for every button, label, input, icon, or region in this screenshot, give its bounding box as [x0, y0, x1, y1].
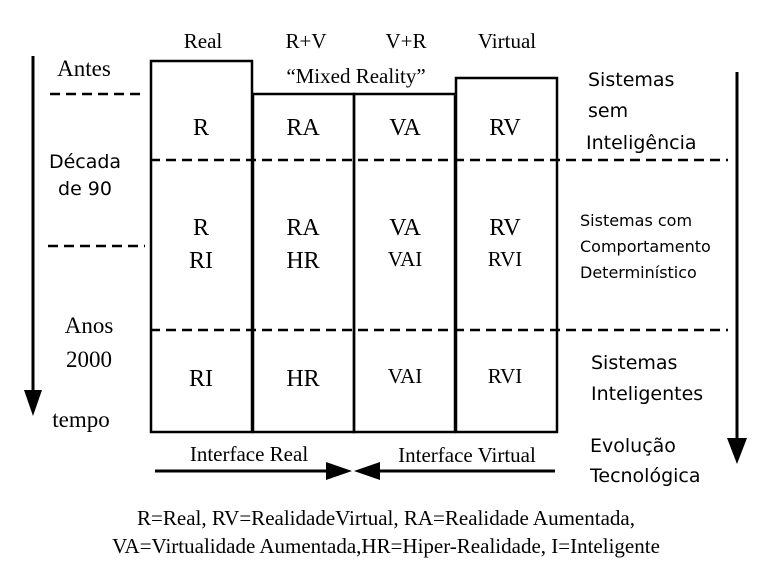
label-tempo: tempo — [52, 407, 110, 432]
cell-row2-vr: VA — [389, 215, 421, 241]
cell-row3-virtual: RVI — [488, 364, 522, 388]
column-label-virtual: Virtual — [478, 29, 536, 53]
label-det-line3: Determinístico — [580, 263, 697, 282]
cell-row3-vr: VAI — [388, 364, 423, 388]
label-anos-line1: Anos — [65, 313, 114, 338]
label-decada-line1: Década — [49, 151, 121, 173]
column-box-virtual — [454, 76, 559, 434]
interface-real-arrow-head — [326, 462, 352, 480]
cell-row1-rv: RA — [286, 115, 320, 141]
column-label-rv: R+V — [285, 29, 326, 53]
label-det-line2: Comportamento — [580, 237, 711, 256]
cell-row2-virtual: RV — [489, 215, 521, 241]
label-decada-line2: de 90 — [58, 178, 112, 200]
cell-row2-real-sub: RI — [189, 248, 213, 274]
cell-row1-vr: VA — [389, 115, 421, 141]
label-evo-line2: Tecnológica — [589, 465, 701, 487]
legend-line1: R=Real, RV=RealidadeVirtual, RA=Realidad… — [137, 506, 635, 530]
cell-row2-rv: RA — [286, 215, 320, 241]
label-int-line2: Inteligentes — [591, 383, 703, 405]
cell-row2-virtual-sub: RVI — [488, 247, 522, 271]
mixed-reality-label: “Mixed Reality” — [286, 64, 425, 88]
cell-row3-real: RI — [189, 366, 213, 392]
label-antes: Antes — [57, 56, 111, 81]
column-label-real: Real — [184, 29, 223, 53]
column-label-vr: V+R — [385, 29, 426, 53]
cell-row1-real: R — [193, 115, 209, 141]
legend-line2: VA=Virtualidade Aumentada,HR=Hiper-Reali… — [112, 534, 660, 558]
label-sem-line2: sem — [588, 100, 628, 122]
label-interface-virtual: Interface Virtual — [398, 443, 536, 467]
label-int-line1: Sistemas — [591, 352, 677, 374]
label-det-line1: Sistemas com — [580, 211, 692, 230]
time-arrow-head — [24, 390, 42, 416]
cell-row2-real: R — [193, 215, 209, 241]
label-anos-line2: 2000 — [66, 347, 112, 372]
label-sem-line3: Inteligência — [586, 132, 697, 154]
legend: R=Real, RV=RealidadeVirtual, RA=Realidad… — [0, 504, 772, 560]
cell-row1-virtual: RV — [489, 115, 521, 141]
cell-row2-rv-sub: HR — [286, 248, 319, 274]
interface-virtual-arrow-head — [354, 462, 380, 480]
cell-row3-rv: HR — [286, 366, 319, 392]
label-evo-line1: Evolução — [590, 435, 676, 457]
evolution-arrow-head — [727, 438, 747, 464]
label-sem-line1: Sistemas — [588, 69, 674, 91]
cell-row2-vr-sub: VAI — [388, 247, 423, 271]
label-interface-real: Interface Real — [190, 442, 308, 466]
